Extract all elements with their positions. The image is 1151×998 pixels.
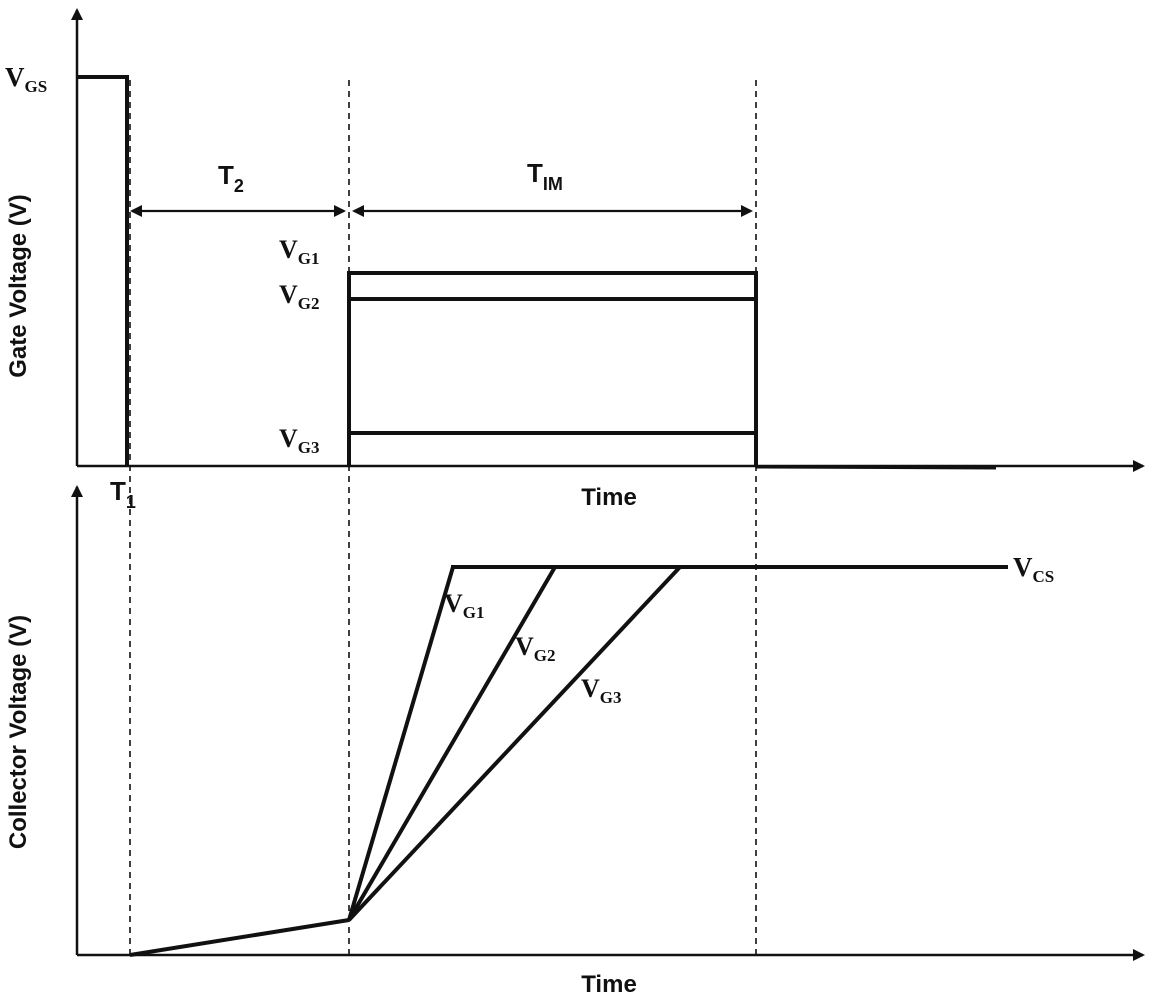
gate-x-axis-label: Time <box>581 484 637 511</box>
vgs-label: VGS <box>5 62 47 96</box>
gate-y-axis-label: Gate Voltage (V) <box>5 194 32 378</box>
vg1-level-label: VG1 <box>279 235 320 268</box>
vg2-level-label: VG2 <box>279 280 320 313</box>
vg3-slope-label: VG3 <box>581 674 622 707</box>
gate-voltage-plot: Gate Voltage (V) Time VGS VG1 VG2 VG3 T2… <box>5 8 1145 511</box>
gate-off-level-line <box>755 465 997 470</box>
vgs-pulse <box>77 75 129 466</box>
t1-label: T1 <box>110 476 136 512</box>
collector-y-axis-label: Collector Voltage (V) <box>5 615 32 849</box>
vg1-slope-label: VG1 <box>444 589 485 622</box>
vg3-collector-rise <box>347 565 682 922</box>
vg1-collector-rise <box>347 566 455 921</box>
collector-x-axis-label: Time <box>581 971 637 998</box>
vg2-collector-rise <box>347 565 557 922</box>
gate-pulse-outline <box>347 271 758 466</box>
vg2-slope-label: VG2 <box>515 632 556 665</box>
tim-label: TIM <box>527 158 563 194</box>
vcs-label: VCS <box>1013 552 1054 586</box>
collector-leakage-ramp <box>129 918 350 957</box>
vg3-level-label: VG3 <box>279 424 320 457</box>
t2-label: T2 <box>218 160 244 196</box>
collector-voltage-plot: Collector Voltage (V) Time T1 VCS VG1 VG… <box>5 476 1145 998</box>
